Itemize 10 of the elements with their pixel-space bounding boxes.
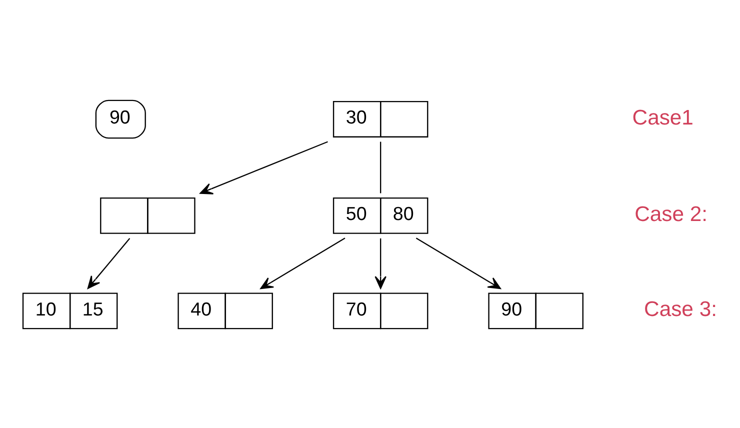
arrow — [200, 140, 328, 194]
label: Case1 — [632, 106, 694, 129]
connector — [380, 141, 382, 193]
node-box: 90 — [95, 99, 146, 138]
label: Case 3: — [644, 298, 717, 321]
arrow — [87, 238, 130, 288]
arrow — [416, 237, 501, 289]
label: Case 2: — [634, 202, 708, 226]
arrow — [374, 238, 386, 288]
arrow — [260, 237, 346, 289]
